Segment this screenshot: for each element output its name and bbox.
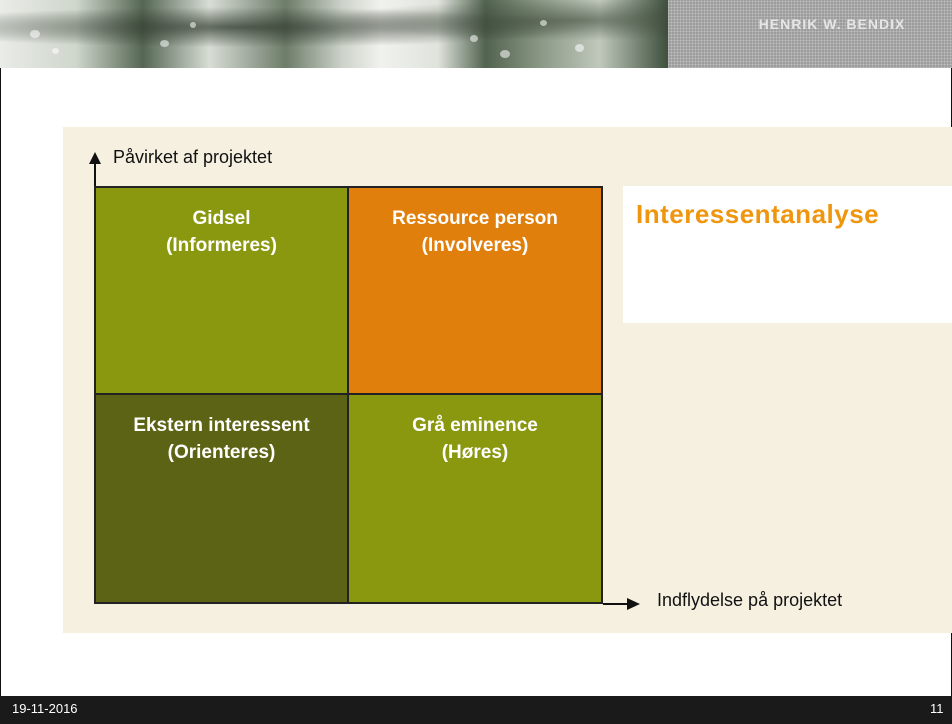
quadrant-top-right: Ressource person (Involveres) (349, 188, 601, 395)
x-axis-label: Indflydelse på projektet (657, 590, 843, 610)
y-axis-arrowhead (89, 152, 101, 164)
quadrant-subtitle: (Involveres) (421, 235, 529, 256)
stakeholder-matrix: Gidsel (Informeres) Ressource person (In… (94, 186, 603, 604)
brand-name: HENRIK W. BENDIX (758, 16, 906, 32)
quadrant-title: Gidsel (192, 208, 251, 229)
quadrant-title: Ekstern interessent (133, 415, 310, 436)
footer-bar (0, 696, 952, 724)
page-number: 11 (930, 701, 944, 716)
quadrant-bottom-left: Ekstern interessent (Orienteres) (96, 395, 349, 602)
brand-box (668, 0, 952, 68)
quadrant-subtitle: (Informeres) (166, 235, 277, 256)
quadrant-bottom-right: Grå eminence (Høres) (349, 395, 601, 602)
quadrant-subtitle: (Orienteres) (167, 442, 276, 463)
title-box (623, 186, 952, 323)
footer-date: 19-11-2016 (12, 701, 78, 716)
quadrant-title: Ressource person (392, 208, 558, 229)
slide-title: Interessentanalyse (636, 199, 880, 229)
y-axis-label: Påvirket af projektet (113, 147, 273, 167)
quadrant-subtitle: (Høres) (441, 442, 509, 463)
quadrant-top-left: Gidsel (Informeres) (96, 188, 349, 395)
quadrant-title: Grå eminence (412, 415, 538, 436)
x-axis-arrowhead (627, 598, 640, 610)
